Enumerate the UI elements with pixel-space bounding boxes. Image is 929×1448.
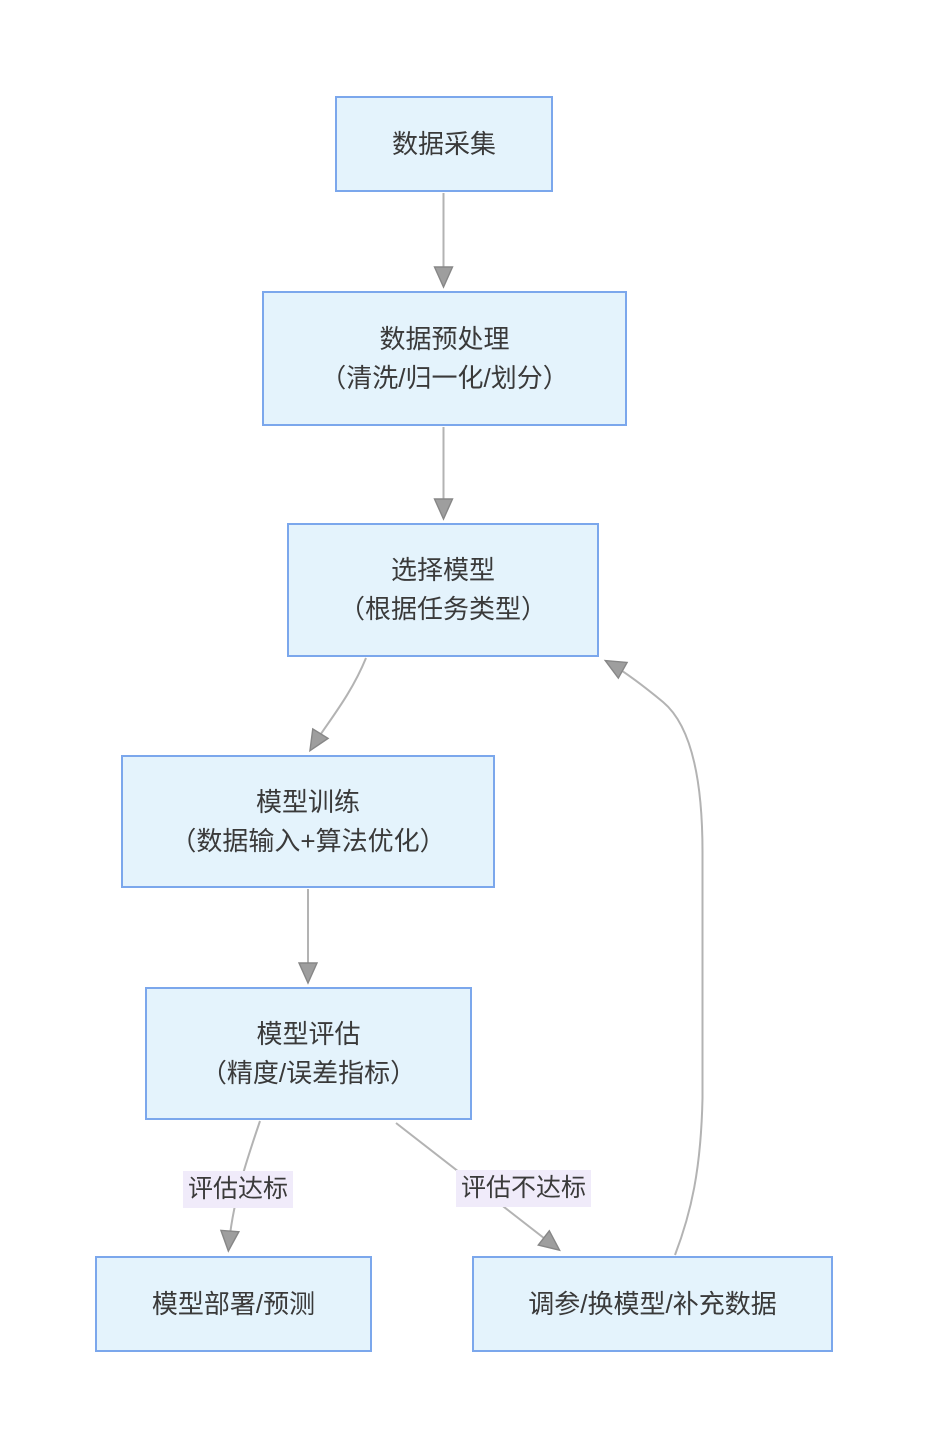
node-data-collection: 数据采集	[335, 96, 553, 192]
edge-label-evaluation-pass: 评估达标	[183, 1171, 294, 1208]
node-model-evaluation: 模型评估 （精度/误差指标）	[145, 987, 472, 1120]
edge-tune-to-select	[603, 659, 704, 1256]
edge-select-to-train	[309, 657, 367, 753]
node-select-model: 选择模型 （根据任务类型）	[287, 523, 599, 657]
node-tune-or-change-model: 调参/换模型/补充数据	[472, 1256, 833, 1352]
node-label-line2: （根据任务类型）	[338, 594, 547, 624]
node-label-line1: 模型评估	[256, 1018, 361, 1049]
node-label-line1: 模型训练	[255, 786, 360, 817]
node-label-line1: 选择模型	[390, 555, 495, 585]
edge-label-evaluation-fail: 评估不达标	[456, 1170, 592, 1207]
node-model-deployment: 模型部署/预测	[95, 1256, 372, 1352]
node-label-line1: 数据预处理	[379, 323, 510, 354]
node-label-line2: （数据输入+算法优化）	[170, 825, 446, 856]
node-label: 模型部署/预测	[151, 1288, 316, 1319]
node-label: 调参/换模型/补充数据	[528, 1288, 777, 1319]
node-label-line2: （精度/误差指标）	[200, 1057, 417, 1088]
node-label: 数据采集	[391, 128, 496, 159]
node-model-training: 模型训练 （数据输入+算法优化）	[121, 755, 495, 888]
node-data-preprocessing: 数据预处理 （清洗/归一化/划分）	[262, 291, 627, 426]
node-label-line2: （清洗/归一化/划分）	[320, 362, 569, 393]
